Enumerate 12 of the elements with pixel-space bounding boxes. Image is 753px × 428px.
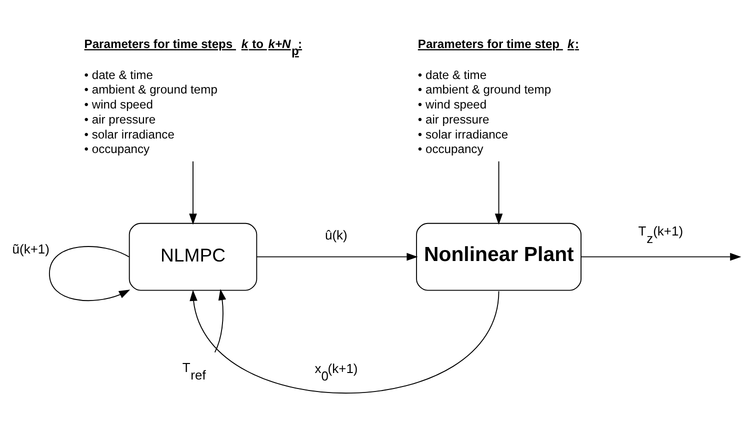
node-box: Nonlinear Plant — [416, 222, 582, 291]
arrow — [494, 160, 503, 225]
arrow — [256, 252, 418, 261]
edge-label: ũ(k+1) — [12, 241, 50, 256]
arrow — [580, 252, 742, 261]
node-box: NLMPC — [128, 222, 258, 291]
arrow — [214, 288, 226, 353]
arrow — [190, 290, 500, 394]
arrow — [189, 160, 197, 225]
node-text: Parameters for time step k: • date & time • ambient & ground temp • wind speed • air pressure • solar irradiance • occupancy — [418, 37, 580, 156]
arrow — [48, 246, 130, 302]
edge-label: û(k) — [324, 227, 348, 242]
